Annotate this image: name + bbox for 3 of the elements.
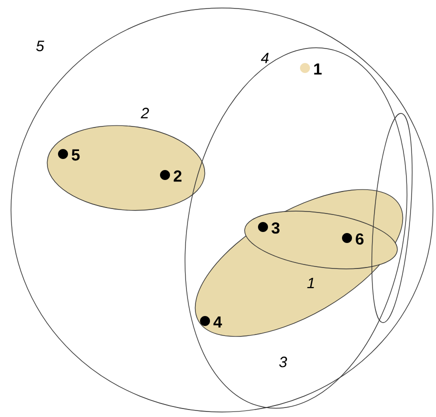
node-label: 2: [140, 108, 149, 118]
node-label: 1: [307, 278, 314, 288]
node-label: 3: [279, 356, 288, 368]
